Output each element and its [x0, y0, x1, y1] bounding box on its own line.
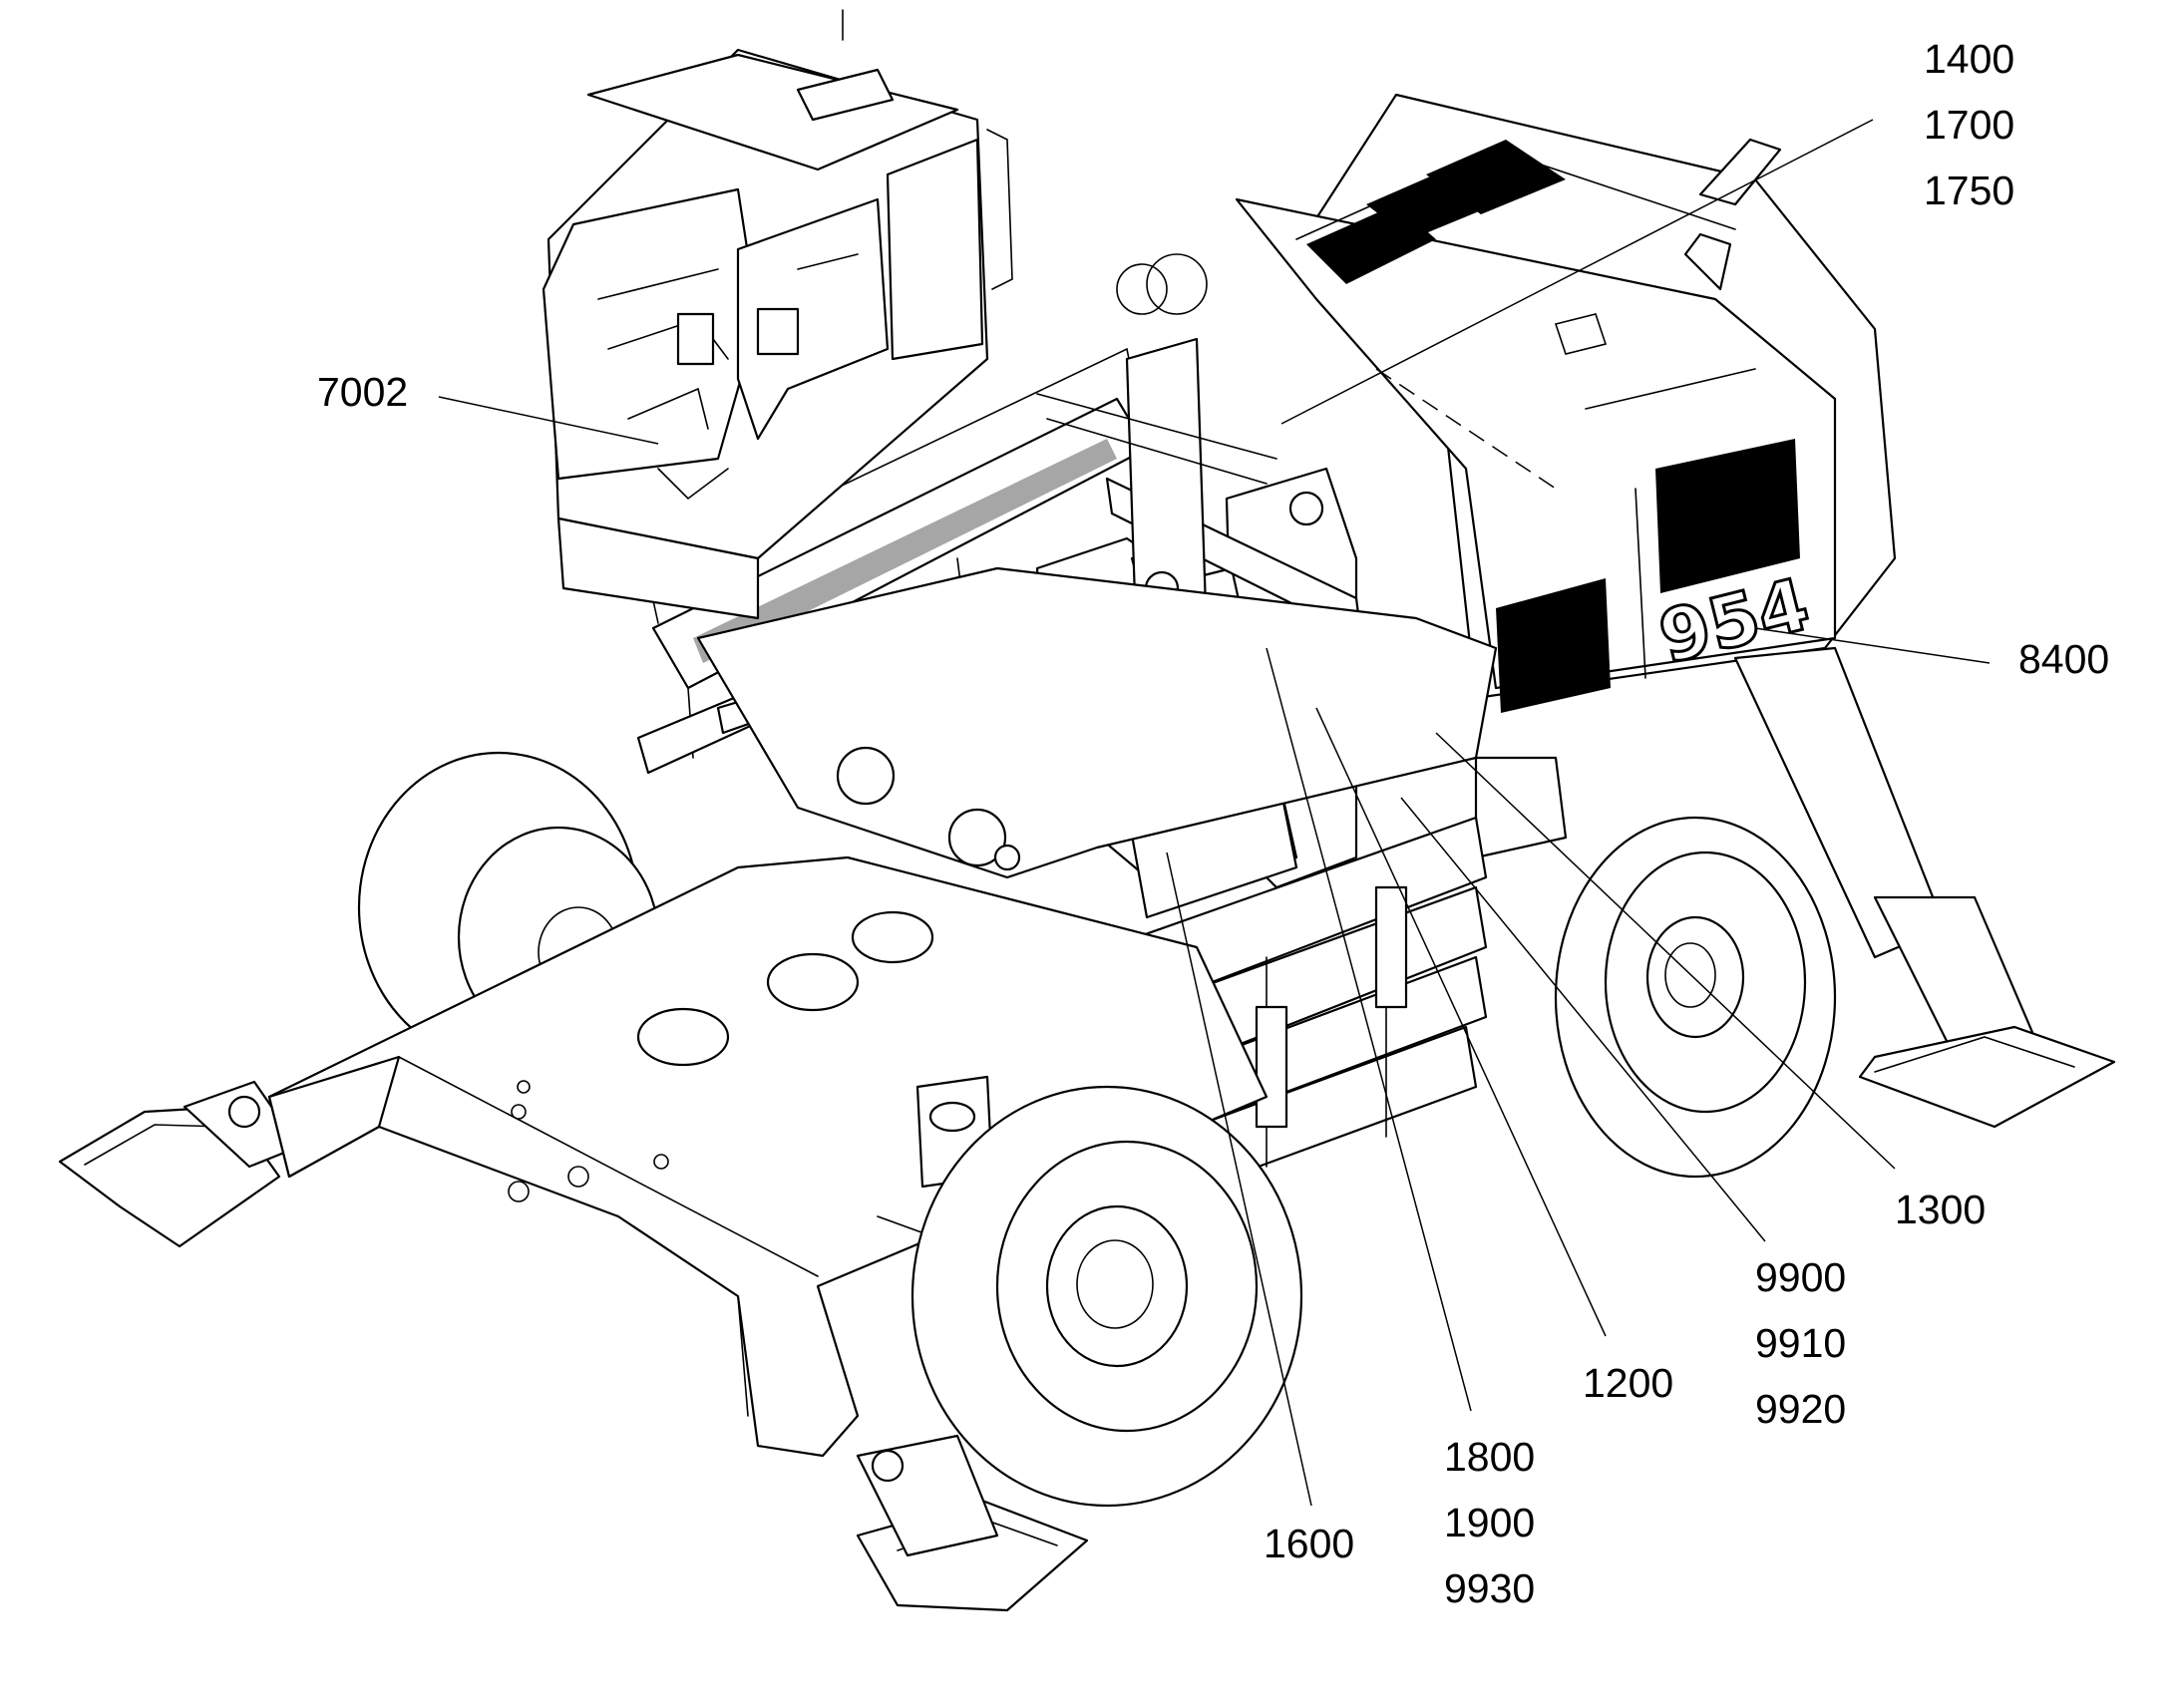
upper-frame — [696, 566, 1568, 879]
wheel-rear-right — [1554, 816, 1837, 1179]
callout-label: 1400 — [1924, 36, 2015, 82]
callout-label: 9930 — [1444, 1565, 1536, 1611]
undercarriage-chassis — [267, 855, 1269, 1458]
operator-cab — [542, 9, 1013, 620]
leader-1300 — [1435, 732, 1896, 1170]
wheel-front-right — [910, 1085, 1303, 1508]
outrigger-front-left — [58, 1080, 301, 1248]
outrigger-front-right — [856, 1434, 1089, 1612]
leader-1200 — [1315, 707, 1607, 1337]
callout-label: 9910 — [1755, 1320, 1847, 1366]
leader-9900 — [1400, 797, 1766, 1242]
callout-7002: 7002 — [317, 359, 408, 425]
callout-8400: 8400 — [2018, 626, 2109, 692]
callout-1600: 1600 — [1264, 1511, 1354, 1576]
leader-7002 — [438, 396, 659, 445]
callout-label: 7002 — [317, 369, 409, 415]
callout-label: 1700 — [1924, 102, 2015, 148]
callout-label: 1200 — [1583, 1360, 1674, 1406]
leader-lines — [438, 119, 1991, 1507]
leader-1600 — [1166, 852, 1312, 1507]
callout-1300: 1300 — [1895, 1177, 1986, 1242]
callout-label: 1800 — [1444, 1434, 1536, 1480]
callout-1200: 1200 — [1583, 1350, 1673, 1416]
callout-label: 1900 — [1444, 1500, 1536, 1545]
outrigger-rear-right — [1733, 646, 2116, 1129]
callout-1400-1700-1750: 1400 1700 1750 — [1924, 26, 2014, 223]
leader-1800 — [1266, 647, 1472, 1412]
callout-label: 9920 — [1755, 1386, 1847, 1432]
callout-label: 8400 — [2018, 636, 2110, 682]
callout-label: 1750 — [1924, 168, 2015, 213]
leader-8400 — [1754, 627, 1991, 664]
callout-label: 1300 — [1895, 1187, 1987, 1232]
callout-label: 9900 — [1755, 1254, 1847, 1300]
engine-housing — [1235, 93, 1897, 713]
walkway-platform — [636, 347, 1149, 775]
callout-label: 1600 — [1264, 1521, 1355, 1566]
callout-9900-9910-9920: 9900 9910 9920 — [1755, 1244, 1846, 1442]
callout-1800-1900-9930: 1800 1900 9930 — [1444, 1424, 1535, 1621]
exhaust-pipe — [1683, 138, 1782, 291]
leader-1400 — [1280, 119, 1874, 425]
